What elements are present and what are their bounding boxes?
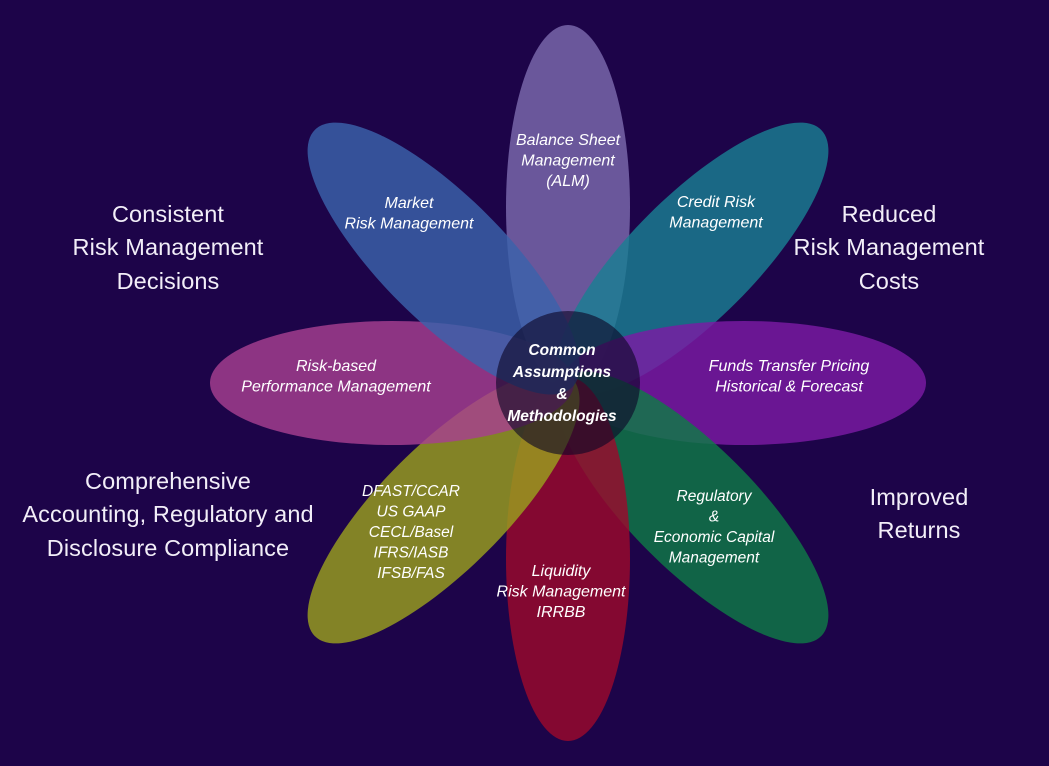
petal-shape-group xyxy=(210,25,926,741)
benefit-reduced-risk-management-costs: Reduced Risk Management Costs xyxy=(793,201,985,294)
petal-label-line: Market xyxy=(385,195,434,212)
center-label-line: Methodologies xyxy=(507,408,617,425)
petal-label-line: Risk Management xyxy=(497,584,627,601)
petal-label-line: IRRBB xyxy=(537,604,586,621)
benefit-improved-returns: Improved Returns xyxy=(869,484,969,544)
petal-label-line: Liquidity xyxy=(532,563,592,580)
petal-label-line: Risk-based xyxy=(296,358,377,375)
petal-label-line: Regulatory xyxy=(677,488,753,505)
petal-label-line: CECL/Basel xyxy=(369,524,454,541)
petal-label-line: Management xyxy=(521,153,615,170)
petal-label-line: (ALM) xyxy=(546,173,590,190)
petal-label-line: IFRS/IASB xyxy=(374,545,449,562)
petal-label-line: Historical & Forecast xyxy=(715,379,863,396)
benefit-comprehensive-accounting-compliance: Comprehensive Accounting, Regulatory and… xyxy=(22,468,314,561)
petal-label-line: US GAAP xyxy=(377,504,447,521)
petal-label-line: Management xyxy=(669,550,760,567)
petal-label-line: Economic Capital xyxy=(654,529,775,546)
petal-regulatory-economic-capital[interactable] xyxy=(520,335,865,680)
center-label-line: & xyxy=(556,386,567,403)
petal-accounting-standards[interactable] xyxy=(271,335,616,680)
benefit-consistent-risk-management-decisions: Consistent Risk Management Decisions xyxy=(72,201,264,294)
petal-credit-risk-management[interactable] xyxy=(520,86,865,431)
petal-label-line: DFAST/CCAR xyxy=(362,483,460,500)
petal-label-line: & xyxy=(709,509,719,526)
petal-label-line: Risk Management xyxy=(345,216,475,233)
petal-label-line: Performance Management xyxy=(241,379,431,396)
center-circle xyxy=(496,311,640,455)
center-label-line: Common xyxy=(528,342,595,359)
petal-label-line: Management xyxy=(669,215,763,232)
petal-label-line: Credit Risk xyxy=(677,194,756,211)
center-label-line: Assumptions xyxy=(512,364,612,381)
petal-label-line: Funds Transfer Pricing xyxy=(709,358,870,375)
petal-label-line: IFSB/FAS xyxy=(377,565,445,582)
petal-label-line: Balance Sheet xyxy=(516,132,621,149)
petal-market-risk-management[interactable] xyxy=(271,86,616,431)
